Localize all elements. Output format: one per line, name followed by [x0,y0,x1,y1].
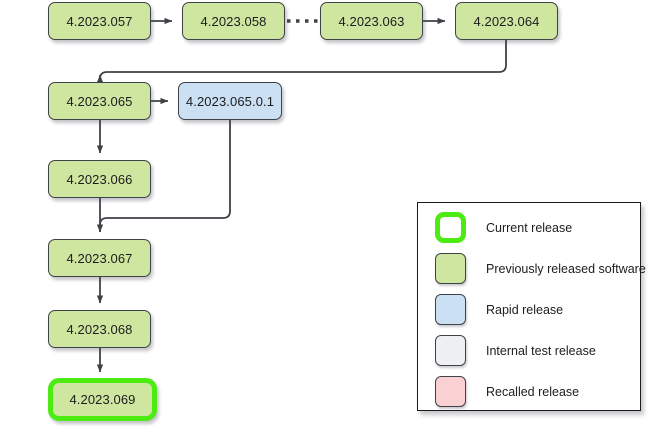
legend-label-current-release: Current release [486,220,573,235]
node-4-2023-063[interactable]: 4.2023.063 [320,2,423,40]
legend-swatch-previously-released [435,253,466,284]
legend-label-rapid-release: Rapid release [486,302,564,317]
edge-064-065 [96,40,507,83]
legend-item-recalled-release: Recalled release [418,371,640,412]
legend-swatch-internal-test-release [435,335,466,366]
legend-label-internal-test-release: Internal test release [486,343,596,358]
legend-item-current-release: Current release [418,207,640,248]
legend-swatch-recalled-release [435,376,466,407]
legend-item-rapid-release: Rapid release [418,289,640,330]
node-4-2023-064[interactable]: 4.2023.064 [455,2,558,40]
legend-swatch-current-release [435,212,466,243]
node-4-2023-058[interactable]: 4.2023.058 [182,2,285,40]
legend-swatch-rapid-release [435,294,466,325]
node-4-2023-065[interactable]: 4.2023.065 [48,82,151,120]
node-4-2023-057[interactable]: 4.2023.057 [48,2,151,40]
node-4-2023-068[interactable]: 4.2023.068 [48,310,151,348]
legend-item-previously-released: Previously released software [418,248,646,289]
legend-panel: Current release Previously released soft… [417,202,646,412]
legend-item-internal-test-release: Internal test release [418,330,640,371]
node-4-2023-065-0-1[interactable]: 4.2023.065.0.1 [178,82,282,120]
legend-label-previously-released: Previously released software [486,261,646,276]
node-4-2023-069-current[interactable]: 4.2023.069 [48,378,157,421]
node-4-2023-067[interactable]: 4.2023.067 [48,239,151,277]
legend-label-recalled-release: Recalled release [486,384,580,399]
node-4-2023-066[interactable]: 4.2023.066 [48,160,151,198]
